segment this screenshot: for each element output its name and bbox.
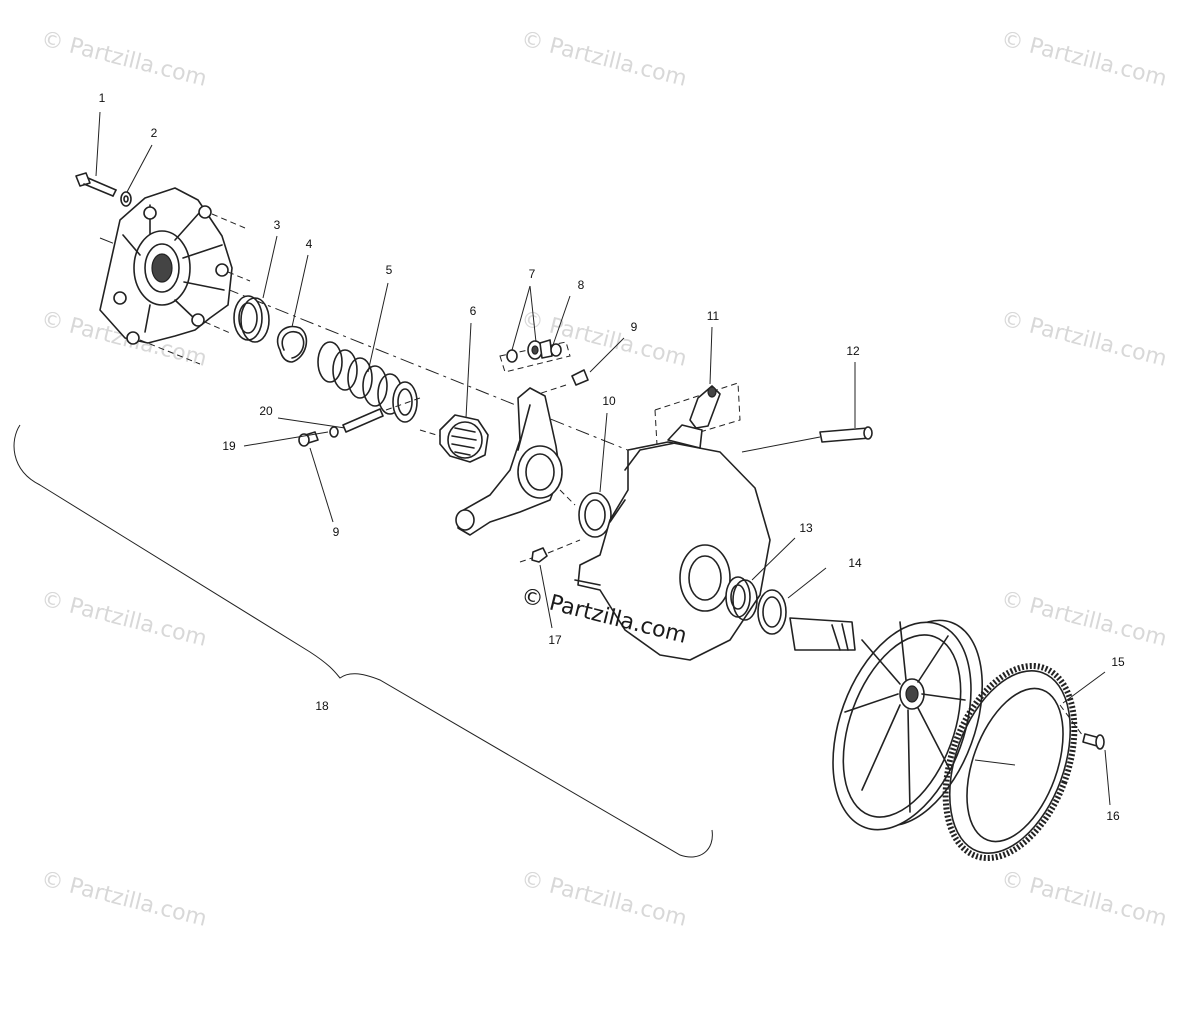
part-9-roller-left: [298, 431, 319, 447]
part-10-washer: [578, 492, 612, 538]
callout-4: 4: [306, 237, 313, 251]
watermark: © Partzilla.com: [519, 307, 690, 372]
part-6-spider: [419, 414, 489, 463]
cover-plate: [99, 187, 251, 365]
callout-14: 14: [848, 556, 862, 570]
watermark: © Partzilla.com: [999, 27, 1170, 92]
callout-16: 16: [1106, 809, 1120, 823]
sheave-spokes: [844, 621, 966, 813]
callout-19: 19: [222, 439, 236, 453]
part-7-8-roller-kit: [499, 339, 571, 373]
part-20-pin: [342, 397, 421, 433]
callout-2: 2: [151, 126, 158, 140]
part-13-bushing: [725, 576, 758, 621]
weight-arm: [455, 387, 576, 536]
callout-7: 7: [529, 267, 536, 281]
watermark: © Partzilla.com: [39, 867, 210, 932]
watermark-layer: © Partzilla.com © Partzilla.com © Partzi…: [39, 27, 1170, 932]
watermark: © Partzilla.com: [519, 867, 690, 932]
watermark: © Partzilla.com: [39, 587, 210, 652]
moveable-sheave: [574, 424, 771, 661]
assembly-bracket: [13, 424, 713, 858]
callout-8: 8: [578, 278, 585, 292]
callout-9-left: 9: [333, 525, 340, 539]
callout-3: 3: [274, 218, 281, 232]
callout-10: 10: [602, 394, 616, 408]
part-12-pin: [741, 426, 873, 453]
callout-1: 1: [99, 91, 106, 105]
watermark: © Partzilla.com: [999, 587, 1170, 652]
part-19-clip: [329, 426, 339, 438]
part-4-snap-ring: [276, 325, 308, 363]
callout-labels: 1 2 3 4 5 6 7 8 9 9 10 11 12 13 14 15 16…: [99, 91, 1125, 823]
callout-11: 11: [707, 309, 720, 323]
part-16-screw: [1059, 704, 1105, 750]
watermark: © Partzilla.com: [39, 27, 210, 92]
callout-9-right: 9: [631, 320, 638, 334]
callout-20: 20: [259, 404, 273, 418]
part-17-nut: [519, 539, 581, 563]
watermark: © Partzilla.com: [999, 307, 1170, 372]
center-axis: [99, 237, 641, 456]
part-5-spring: [317, 341, 418, 423]
callout-15: 15: [1111, 655, 1125, 669]
watermark: © Partzilla.com: [999, 867, 1170, 932]
callout-13: 13: [799, 521, 813, 535]
part-3-bushing: [233, 295, 270, 343]
leader-lines: [95, 111, 1111, 806]
callout-12: 12: [846, 344, 860, 358]
callout-5: 5: [386, 263, 393, 277]
part-11-shoe: [654, 382, 741, 446]
callout-17: 17: [548, 633, 562, 647]
watermark: © Partzilla.com: [519, 27, 690, 92]
part-15-ring-gear: [942, 662, 1078, 862]
callout-18: 18: [315, 699, 329, 713]
part-2-washer: [120, 191, 132, 207]
callout-6: 6: [470, 304, 477, 318]
fixed-sheave: [789, 617, 984, 831]
part-14-washer: [757, 589, 787, 635]
part-1-bolt: [75, 172, 117, 197]
